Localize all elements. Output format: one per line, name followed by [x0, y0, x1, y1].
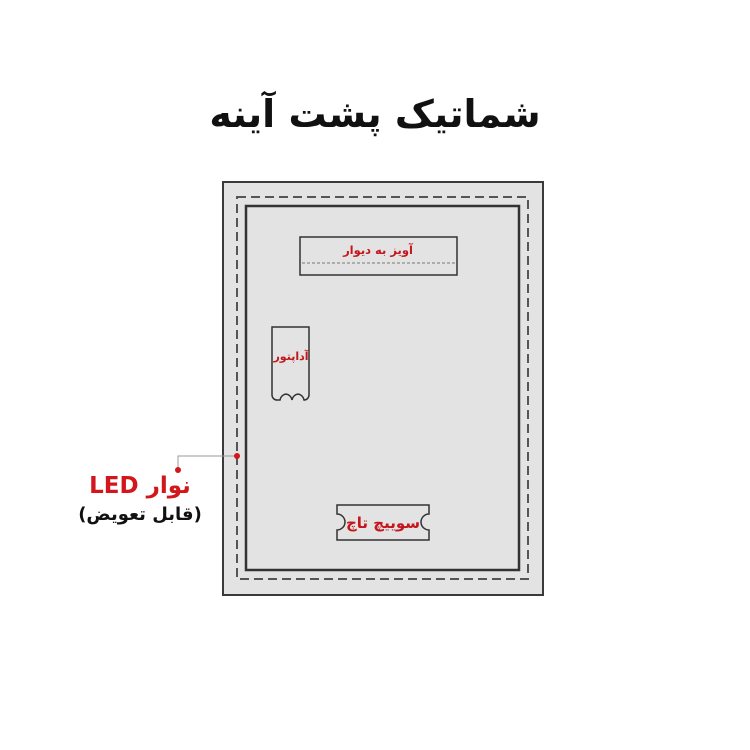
led-strip-callout: نوار LED (قابل تعویض)	[60, 472, 220, 527]
adapter-shape	[271, 326, 310, 401]
led-callout-leader	[177, 455, 237, 470]
touch-switch-shape	[336, 504, 430, 541]
replaceable-label: (قابل تعویض)	[78, 503, 202, 525]
wall-hanger-box	[299, 236, 458, 276]
adapter-label: آداپتور	[272, 349, 308, 363]
led-callout-dot-end	[234, 453, 240, 459]
page-title: شماتیک پشت آینه	[209, 92, 541, 136]
led-strip-label: نوار LED	[89, 473, 191, 499]
touch-switch-label: سوییچ تاچ	[346, 514, 420, 532]
wall-hanger-label: آویز به دیوار	[342, 243, 414, 258]
inner-frame	[244, 204, 521, 572]
led-strip-outer-line	[236, 196, 529, 580]
led-callout-dot-start	[175, 467, 181, 473]
